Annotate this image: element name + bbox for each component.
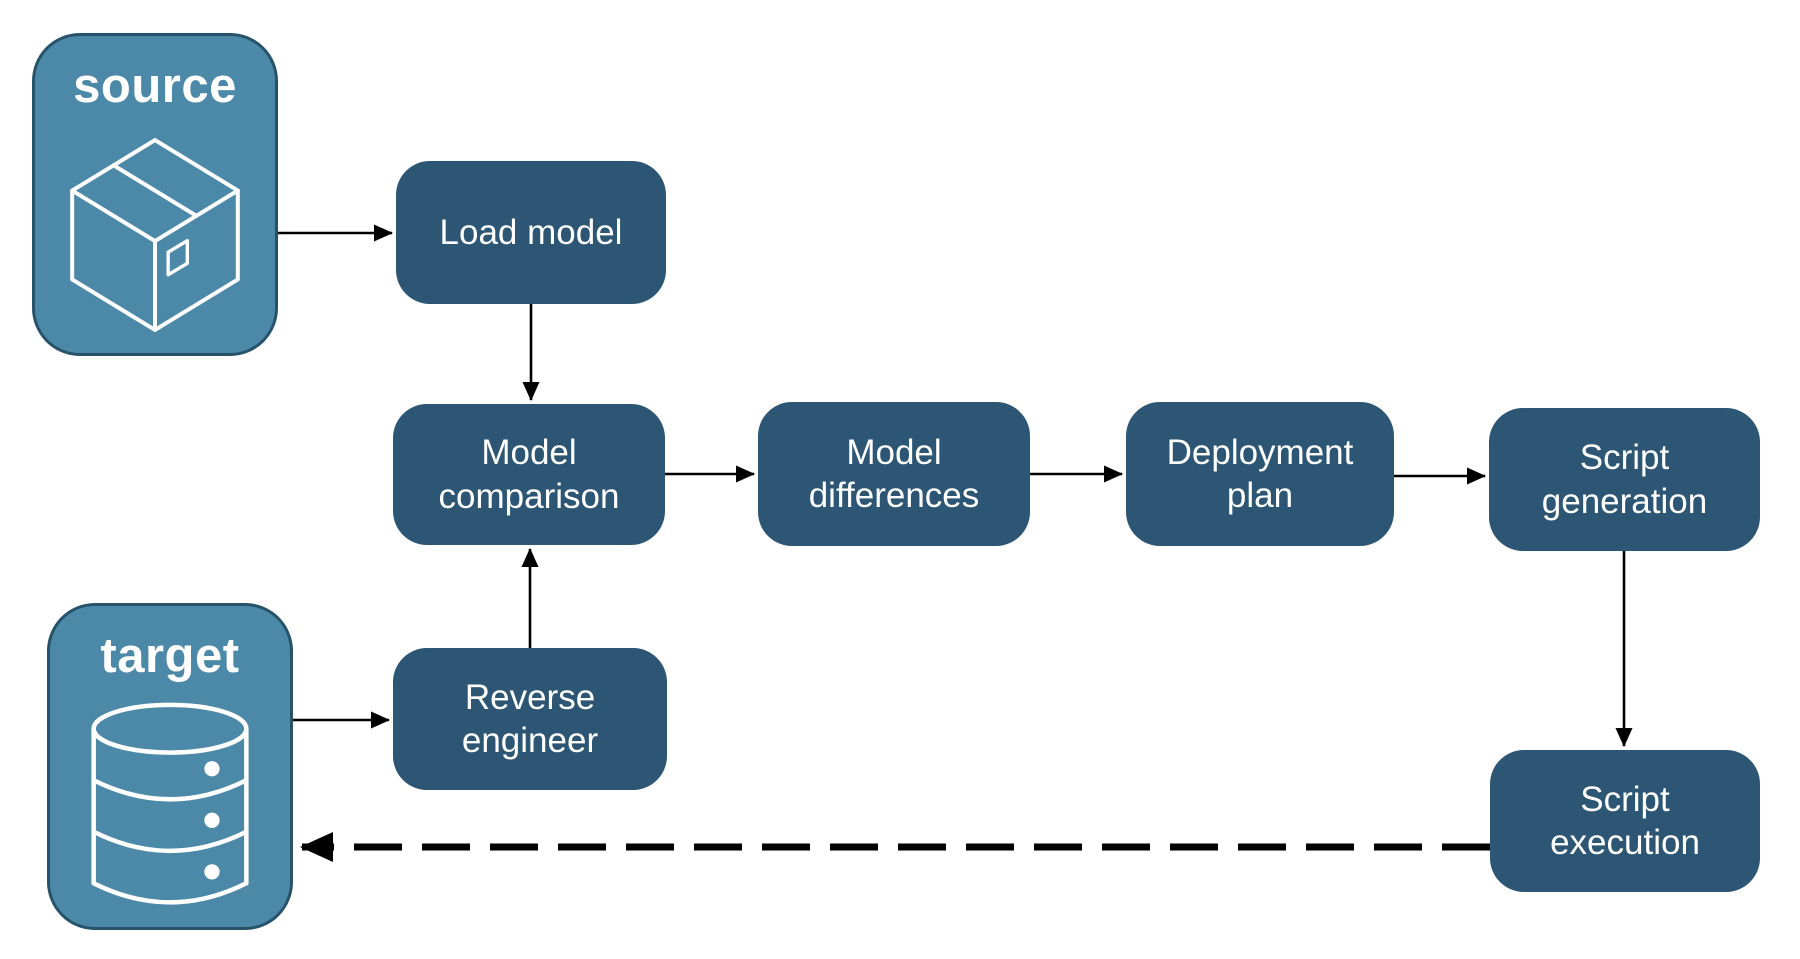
script-execution-label: Script execution [1550,779,1700,862]
model-comparison-label: Model comparison [438,433,620,516]
load-model-label: Load model [439,212,623,252]
node-reverse-engineer: Reverse engineer [393,648,667,790]
model-differences-label: Model differences [808,432,980,515]
script-generation-label: Script generation [1541,438,1708,521]
node-deployment-plan: Deployment plan [1126,402,1394,546]
source-label: source [73,59,237,113]
node-load-model: Load model [396,161,666,304]
node-script-execution: Script execution [1490,750,1760,892]
database-icon [84,702,256,910]
reverse-engineer-label: Reverse engineer [461,677,599,760]
package-icon [64,132,246,336]
node-model-differences: Model differences [758,402,1030,546]
node-target: target [47,603,293,930]
deployment-plan-label: Deployment plan [1166,432,1354,515]
node-script-generation: Script generation [1489,408,1760,551]
node-source: source [32,33,278,356]
node-model-comparison: Model comparison [393,404,665,545]
target-label: target [100,629,240,683]
